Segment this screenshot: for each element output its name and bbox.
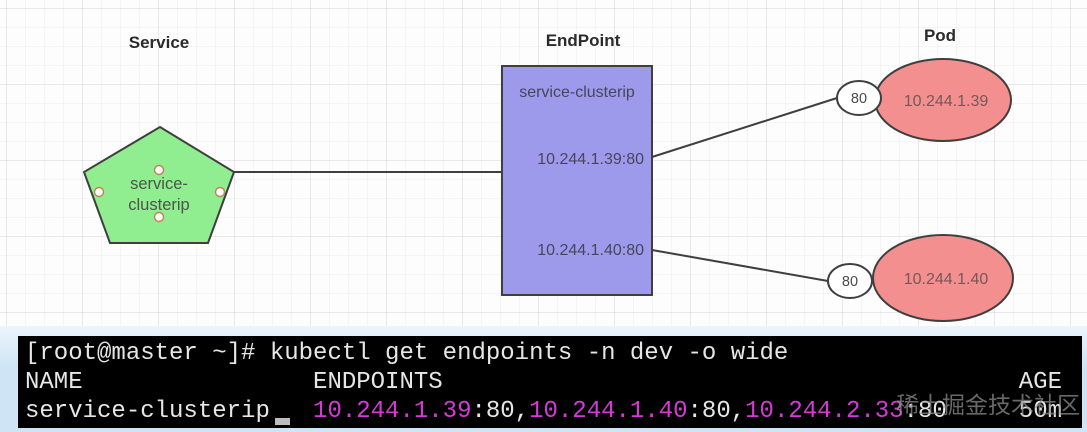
pod1-port-label: 80 xyxy=(851,91,867,107)
endpoint-segment: :80, xyxy=(471,398,530,425)
endpoint-segment: 10.244.1.40 xyxy=(529,398,688,425)
endpoints-row-age-cell: 50m xyxy=(946,398,1063,425)
terminal-data-row: service-clusterip 10.244.1.39:80,10.244.… xyxy=(25,397,1082,426)
endpoints-row-name-cell: service-clusterip xyxy=(25,398,314,425)
endpoint-segment: :80 xyxy=(903,398,947,425)
terminal-window[interactable]: [root@master ~]# kubectl get endpoints -… xyxy=(18,336,1082,428)
service-pentagon-node: service- clusterip xyxy=(82,125,236,244)
endpoint-rect-shape xyxy=(501,65,653,296)
pod-node-2: 80 10.244.1.40 xyxy=(827,234,1014,322)
pod2-port-bubble xyxy=(827,263,873,299)
pod-node-1: 80 10.244.1.39 xyxy=(836,58,1012,142)
anchor-dot-left xyxy=(93,186,105,198)
terminal-header-row: NAME ENDPOINTS AGE xyxy=(25,369,1062,396)
terminal-command-line: [root@master ~]# kubectl get endpoints -… xyxy=(25,340,789,367)
connector-endpoint-to-pod1 xyxy=(651,97,838,158)
endpoint-segment: 10.244.1.39 xyxy=(313,398,472,425)
endpoint-entry-1: 10.244.1.39:80 xyxy=(537,151,644,168)
service-pentagon-shape xyxy=(82,125,236,244)
anchor-dot-top xyxy=(153,164,165,176)
pod2-ellipse-shape xyxy=(872,234,1014,322)
anchor-dot-right xyxy=(214,186,226,198)
endpoint-entry-2: 10.244.1.40:80 xyxy=(537,242,644,259)
connector-endpoint-to-pod2 xyxy=(651,249,829,282)
endpoints-row-segments: 10.244.1.39:80,10.244.1.40:80,10.244.2.3… xyxy=(313,398,947,425)
pod2-ip-label: 10.244.1.40 xyxy=(904,271,989,288)
anchor-dot-bottom xyxy=(153,211,165,223)
endpoint-segment: 10.244.2.33 xyxy=(745,398,904,425)
pod1-port-bubble xyxy=(836,80,882,116)
k8s-service-diagram: Service EndPoint Pod service- clusterip … xyxy=(82,26,1014,322)
service-node-label-line1: service- xyxy=(130,175,188,193)
service-column-label: Service xyxy=(129,33,190,52)
endpoint-segment: :80, xyxy=(687,398,746,425)
endpoint-column-label: EndPoint xyxy=(546,31,621,50)
service-node-label-line2: clusterip xyxy=(128,196,189,214)
pod-column-label: Pod xyxy=(924,26,956,45)
pod1-ip-label: 10.244.1.39 xyxy=(904,93,989,110)
terminal-cursor xyxy=(275,418,290,425)
endpoint-node: service-clusterip 10.244.1.39:80 10.244.… xyxy=(501,65,653,296)
pod2-port-label: 80 xyxy=(842,274,858,290)
endpoint-title: service-clusterip xyxy=(519,84,635,101)
